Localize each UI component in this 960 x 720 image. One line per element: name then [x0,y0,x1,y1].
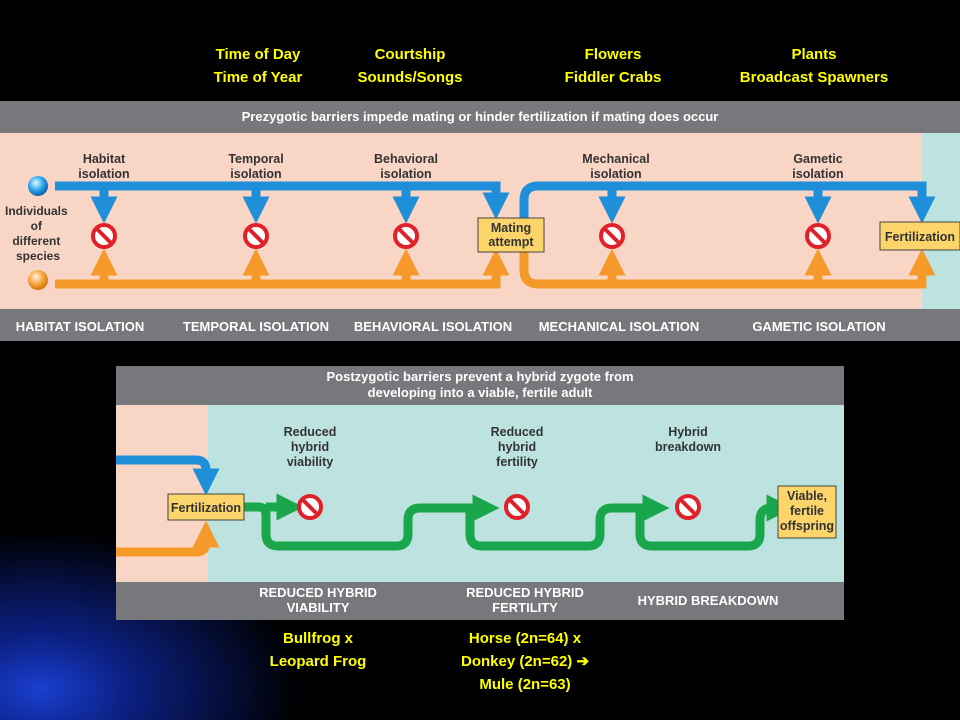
viability-no-icon [297,494,323,520]
gametic-no-icon [805,223,831,249]
postzygotic-panel: Postzygotic barriers prevent a hybrid zy… [116,366,844,620]
prezygotic-panel: Prezygotic barriers impede mating or hin… [0,101,960,341]
start-label: Individuals of different species [5,204,71,263]
orange-path-postmating [519,248,936,289]
footer-gametic: GAMETIC ISOLATION [752,319,885,334]
footer-temporal: TEMPORAL ISOLATION [183,319,329,334]
fertilization-box-postzygotic: Fertilization [167,493,245,521]
fertility-no-icon [504,494,530,520]
orange-species-ball [28,270,48,290]
svg-text:Fertilization: Fertilization [885,230,955,244]
footer-habitat: HABITAT ISOLATION [16,319,145,334]
temporal-no-icon [243,223,269,249]
habitat-no-icon [91,223,117,249]
blue-path-premating [55,181,510,220]
example-horse-donkey: Horse (2n=64) x Donkey (2n=62) ➔ Mule (2… [460,630,590,693]
footer-behavioral: BEHAVIORAL ISOLATION [354,319,512,334]
fertilization-box-prezygotic: Fertilization [879,221,960,251]
behavioral-no-icon [393,223,419,249]
breakdown-no-icon [675,494,701,520]
footer-mechanical: MECHANICAL ISOLATION [539,319,700,334]
footer-hybrid-breakdown: HYBRID BREAKDOWN [638,593,779,608]
incoming-orange-arrow [116,520,220,557]
blue-species-ball [28,176,48,196]
incoming-blue-arrow [116,455,220,496]
svg-text:Fertilization: Fertilization [171,501,241,515]
example-bullfrog: Bullfrog x Leopard Frog [269,630,367,670]
green-arrow-2 [465,494,670,551]
postzygotic-title: Postzygotic barriers prevent a hybrid zy… [326,369,633,400]
mechanical-no-icon [599,223,625,249]
prezygotic-title: Prezygotic barriers impede mating or hin… [242,109,719,124]
orange-path-premating [55,248,510,289]
green-arrow-3 [635,494,794,551]
green-arrow-1 [244,494,500,551]
blue-path-postmating [519,181,936,226]
